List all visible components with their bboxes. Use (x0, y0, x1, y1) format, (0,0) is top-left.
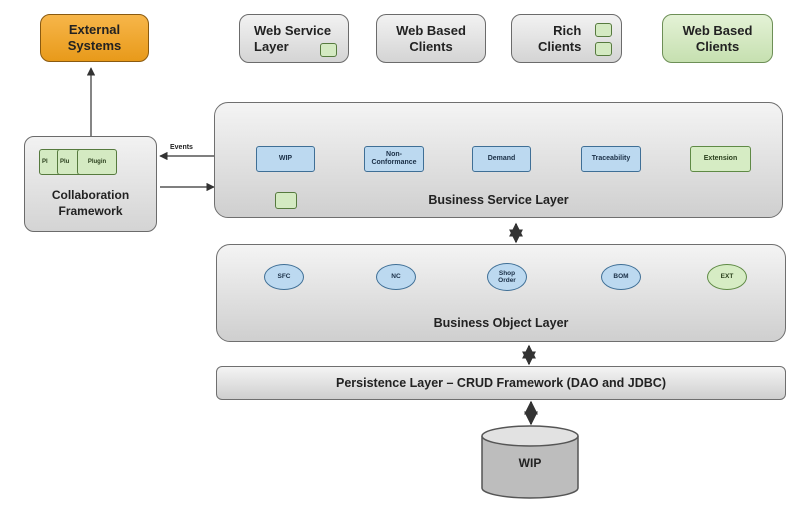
service-non-conformance-label: Non- Conformance (371, 151, 417, 166)
business-service-layer-title: Business Service Layer (428, 193, 569, 207)
business-object-layer: Business Object Layer (216, 244, 786, 342)
object-shop-order-label: Shop Order (498, 269, 516, 285)
collaboration-framework-label: Collaboration Framework (51, 188, 130, 218)
rich-client-component-icon-2 (595, 42, 612, 56)
plugin-label-3: Plugin (87, 159, 107, 165)
service-traceability: Traceability (581, 146, 641, 172)
persistence-layer: Persistence Layer – CRUD Framework (DAO … (216, 366, 786, 400)
object-bom: BOM (601, 264, 641, 290)
service-extension: Extension (690, 146, 751, 172)
object-nc: NC (376, 264, 416, 290)
web-service-layer-label: Web Service Layer (254, 22, 332, 54)
web-based-clients-label-2: Web Based Clients (682, 22, 753, 54)
rich-client-component-icon-1 (595, 23, 612, 37)
service-demand: Demand (472, 146, 531, 172)
plugin-label-1: Pl (42, 159, 48, 165)
object-bom-label: BOM (613, 273, 629, 281)
service-wip: WIP (256, 146, 315, 172)
service-demand-label: Demand (487, 155, 516, 162)
database-label: WIP (518, 456, 542, 470)
plugin-label-2: Plu (60, 159, 70, 165)
web-service-layer-box: Web Service Layer (239, 14, 349, 63)
web-based-clients-box-1: Web Based Clients (376, 14, 486, 63)
rich-clients-box: Rich Clients (511, 14, 622, 63)
business-object-layer-title: Business Object Layer (433, 316, 569, 330)
rich-clients-label: Rich Clients (538, 22, 582, 54)
web-based-clients-box-2: Web Based Clients (662, 14, 773, 63)
web-service-component-icon (320, 43, 337, 57)
object-nc-label: NC (391, 273, 401, 281)
service-traceability-label: Traceability (591, 155, 631, 162)
service-non-conformance: Non- Conformance (364, 146, 424, 172)
service-extension-label: Extension (703, 155, 738, 162)
object-ext-label: EXT (720, 273, 734, 281)
object-ext: EXT (707, 264, 747, 290)
service-wip-label: WIP (278, 155, 293, 162)
events-label: Events (170, 144, 193, 151)
external-systems-label: External Systems (67, 22, 122, 53)
web-based-clients-label-1: Web Based Clients (396, 22, 466, 54)
external-systems-box: External Systems (40, 14, 149, 62)
persistence-layer-title: Persistence Layer – CRUD Framework (DAO … (336, 376, 666, 390)
wip-extension-component-icon (275, 192, 297, 209)
object-sfc-label: SFC (277, 273, 291, 281)
object-sfc: SFC (264, 264, 304, 290)
object-shop-order: Shop Order (487, 263, 527, 291)
plugin-card-3: Plugin (77, 149, 117, 175)
